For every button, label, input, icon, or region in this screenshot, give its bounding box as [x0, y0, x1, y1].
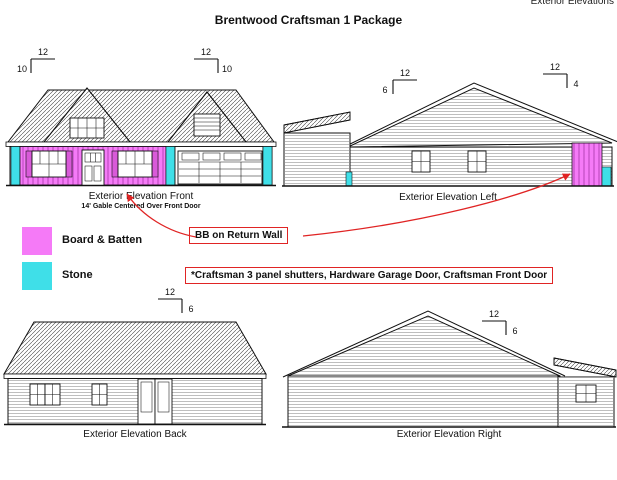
legend-swatch-stone: [22, 262, 52, 290]
legend-swatch-board-batten: [22, 227, 52, 255]
right-garage-window: [575, 384, 597, 403]
left-garage-wing: [283, 111, 351, 187]
left-elevation-drawing: 12 6 12 4: [282, 62, 617, 187]
front-elevation-label: Exterior Elevation Front: [88, 191, 194, 202]
svg-text:12: 12: [201, 47, 211, 57]
garage: [174, 146, 264, 186]
back-elevation-label: Exterior Elevation Back: [83, 429, 187, 440]
pitch-marker-left-main: 12 6: [382, 68, 417, 95]
features-note-box: *Craftsman 3 panel shutters, Hardware Ga…: [185, 267, 554, 284]
right-elevation-label: Exterior Elevation Right: [396, 429, 502, 440]
svg-text:6: 6: [382, 85, 387, 95]
back-roof: [3, 321, 267, 379]
stone-column-left: [10, 146, 21, 186]
front-window-right: [111, 150, 159, 178]
svg-text:12: 12: [165, 287, 175, 297]
svg-text:12: 12: [400, 68, 410, 78]
stone-column-right: [262, 146, 273, 186]
svg-text:12: 12: [550, 62, 560, 72]
svg-text:12: 12: [489, 309, 499, 319]
left-gable-end: [341, 82, 617, 149]
pitch-marker-front-right: 12 10: [194, 47, 232, 74]
back-double-door: [137, 378, 173, 425]
front-roof: [5, 87, 277, 147]
legend-label-stone: Stone: [62, 269, 93, 281]
front-window-left: [25, 150, 73, 178]
garage-door: [177, 150, 263, 185]
stone-strip-left: [345, 171, 353, 187]
left-window-1: [411, 150, 431, 173]
svg-text:10: 10: [222, 64, 232, 74]
svg-text:4: 4: [573, 79, 578, 89]
stone-strip-right: [601, 166, 612, 187]
pitch-marker-front-left: 12 10: [17, 47, 55, 74]
page-title: Brentwood Craftsman 1 Package: [214, 13, 403, 27]
left-elevation-label: Exterior Elevation Left: [399, 192, 497, 203]
svg-text:6: 6: [188, 304, 193, 314]
back-window-single: [91, 383, 108, 406]
left-window-2: [467, 150, 487, 173]
back-window-pair: [29, 383, 61, 406]
svg-text:12: 12: [38, 47, 48, 57]
svg-text:6: 6: [512, 326, 517, 336]
bb-note-box: BB on Return Wall: [189, 227, 289, 244]
front-door: [81, 149, 105, 186]
back-elevation-drawing: 12 6: [3, 287, 267, 426]
right-main-wall: [287, 375, 561, 428]
svg-text:10: 10: [17, 64, 27, 74]
gable-vent: [193, 113, 221, 137]
front-elevation-sublabel: 14' Gable Centered Over Front Door: [81, 203, 201, 210]
pitch-marker-right: 12 6: [482, 309, 518, 336]
front-elevation-drawing: 12 10 12 10: [5, 47, 277, 187]
pitch-marker-left-garage: 12 4: [543, 62, 579, 89]
gable-window: [69, 117, 105, 139]
right-gable-end: [282, 310, 566, 378]
right-elevation-drawing: 12 6: [282, 309, 617, 428]
front-walls: [9, 146, 273, 186]
bb-return-wall: [571, 142, 603, 187]
right-garage-wing: [553, 357, 617, 428]
stone-column-middle: [165, 146, 176, 186]
fascia-band: [5, 141, 277, 147]
corner-label: Exterior Elevations: [530, 0, 614, 7]
legend-label-board-batten: Board & Batten: [62, 234, 143, 246]
pitch-marker-back: 12 6: [158, 287, 194, 314]
